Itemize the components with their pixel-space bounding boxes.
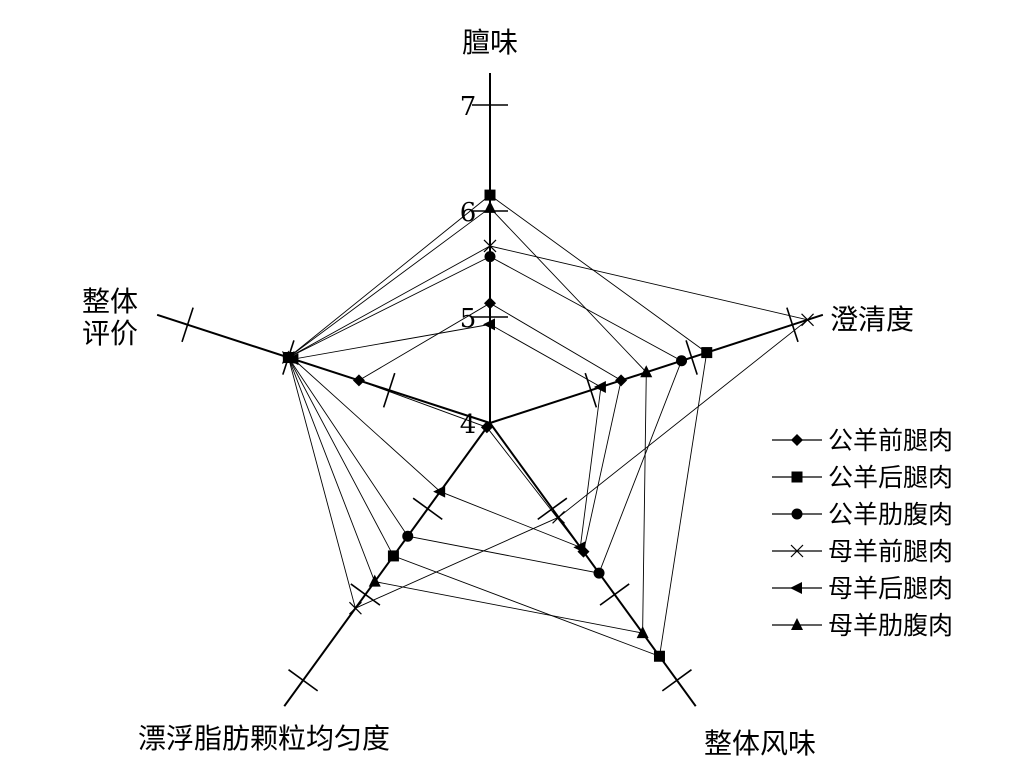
legend-marker bbox=[790, 544, 804, 558]
data-point bbox=[552, 510, 565, 524]
radar-tick-mark bbox=[786, 307, 799, 343]
data-point bbox=[348, 601, 362, 615]
series-3 bbox=[282, 251, 688, 579]
data-point bbox=[653, 650, 665, 662]
legend-marker bbox=[791, 434, 803, 446]
legend-item: 公羊后腿肉 bbox=[772, 463, 953, 492]
data-point bbox=[701, 347, 713, 359]
radar-tick-mark bbox=[537, 497, 568, 520]
legend-item: 母羊肋腹肉 bbox=[772, 611, 953, 640]
legend-item: 母羊后腿肉 bbox=[772, 574, 953, 603]
legend-marker bbox=[791, 618, 803, 630]
tick-label: 4 bbox=[460, 410, 477, 440]
data-point bbox=[368, 574, 381, 587]
radar-axes bbox=[156, 73, 824, 707]
radar-tick-mark bbox=[661, 669, 692, 692]
data-point bbox=[615, 374, 628, 387]
radar-tick-mark bbox=[181, 307, 194, 343]
legend-marker bbox=[791, 471, 803, 483]
tick-label: 7 bbox=[460, 92, 477, 122]
radar-tick-mark bbox=[382, 372, 396, 408]
data-point bbox=[483, 239, 497, 253]
legend-label: 母羊后腿肉 bbox=[828, 574, 953, 603]
data-point bbox=[483, 318, 495, 331]
series-6 bbox=[282, 200, 653, 639]
legend-item: 母羊前腿肉 bbox=[772, 537, 953, 566]
data-point bbox=[387, 550, 399, 562]
series-4 bbox=[281, 239, 814, 615]
axis-label: 漂浮脂肪颗粒均匀度 bbox=[138, 722, 390, 755]
radar-tick-mark bbox=[288, 669, 319, 692]
data-point bbox=[801, 313, 814, 327]
legend-item: 公羊肋腹肉 bbox=[772, 500, 953, 529]
data-point bbox=[484, 251, 496, 263]
series-polygon bbox=[357, 302, 622, 553]
data-point bbox=[484, 189, 496, 201]
data-point bbox=[480, 421, 493, 434]
series-polygon bbox=[287, 207, 647, 634]
radar-axis-line bbox=[283, 422, 491, 707]
data-point bbox=[676, 355, 688, 367]
radar-series bbox=[281, 189, 814, 662]
data-point bbox=[636, 626, 649, 639]
legend-marker bbox=[791, 508, 803, 520]
axis-label: 澄清度 bbox=[830, 303, 914, 336]
series-polygon bbox=[292, 323, 602, 548]
radar-axis-line bbox=[489, 313, 824, 424]
data-point bbox=[433, 485, 446, 498]
data-point bbox=[484, 297, 496, 310]
radar-tick-mark bbox=[350, 583, 381, 606]
data-point bbox=[402, 530, 414, 542]
legend-label: 公羊前腿肉 bbox=[828, 426, 953, 455]
data-point bbox=[640, 365, 653, 378]
data-point bbox=[593, 567, 605, 579]
legend-label: 母羊肋腹肉 bbox=[828, 611, 953, 640]
data-point bbox=[573, 541, 586, 554]
radar-tick-mark bbox=[584, 372, 598, 408]
radar-axis-line bbox=[489, 422, 697, 707]
series-polygon bbox=[287, 245, 809, 609]
legend-label: 公羊肋腹肉 bbox=[828, 500, 953, 529]
radar-tick-mark bbox=[685, 340, 698, 375]
series-polygon bbox=[287, 194, 708, 657]
tick-label: 5 bbox=[460, 304, 477, 334]
radar-tick-mark bbox=[599, 583, 630, 606]
axis-label: 膻味 bbox=[462, 26, 518, 59]
legend-item: 公羊前腿肉 bbox=[772, 426, 953, 455]
series-1 bbox=[352, 297, 628, 558]
series-polygon bbox=[287, 256, 683, 574]
axis-label: 整体风味 bbox=[704, 727, 816, 760]
legend-label: 母羊前腿肉 bbox=[828, 537, 953, 566]
legend-label: 公羊后腿肉 bbox=[828, 463, 953, 492]
data-point bbox=[593, 380, 606, 393]
data-point bbox=[352, 374, 365, 387]
radar-tick-mark bbox=[412, 497, 443, 520]
radar-axis-line bbox=[156, 313, 491, 424]
legend-marker bbox=[790, 582, 802, 594]
series-5 bbox=[286, 318, 606, 554]
axis-label: 评价 bbox=[82, 317, 138, 350]
axis-label: 整体 bbox=[82, 285, 138, 318]
data-point bbox=[282, 350, 295, 363]
data-point bbox=[484, 200, 496, 213]
